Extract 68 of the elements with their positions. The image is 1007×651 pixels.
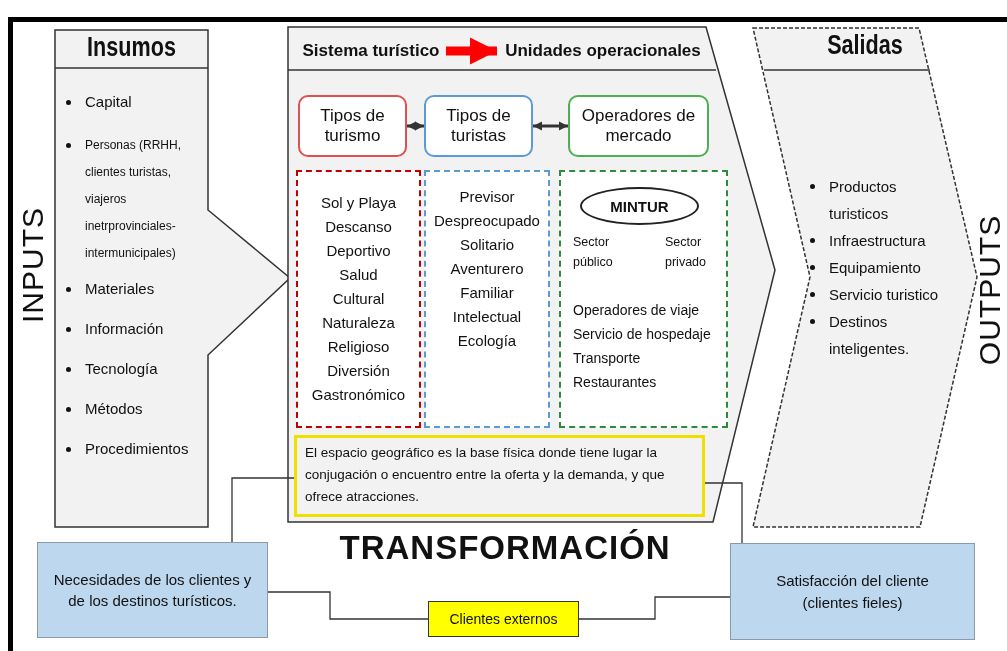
output-chevron [753, 28, 978, 527]
node-label: MINTUR [610, 197, 669, 215]
description-text: El espacio geográfico es la base física donde tiene lugar la conjugación o encuentro entre la oferta y la demanda, y que ofrece atracciones. [305, 444, 666, 506]
panel-title: Salidas [826, 30, 904, 61]
node-label: Familiar [460, 283, 514, 303]
dashed-box [296, 170, 421, 428]
node-label: Salud [339, 265, 378, 285]
node-label: Religioso [327, 337, 390, 357]
node-label: Intelectual [452, 307, 522, 327]
node-label: Transporte [573, 350, 642, 366]
process-box [37, 542, 268, 638]
node-label: Sistema turístico [302, 41, 440, 61]
node-label: Operadores de viaje [573, 302, 701, 318]
node-label: Solitario [459, 235, 515, 255]
arrow [446, 37, 497, 65]
node-label: Tipos de turistas [445, 106, 512, 146]
list-item: Personas (RRHH, clientes turistas, viajeros inetrprovinciales-intermunicipales) [85, 132, 203, 267]
process-box [428, 601, 579, 637]
connector-line [231, 477, 295, 543]
node-label: Cultural [332, 289, 385, 309]
list-item: Destinos inteligentes. [829, 308, 949, 362]
node-label: Diversión [327, 361, 390, 381]
list-item: Productos turisticos [829, 173, 949, 227]
node-label: Necesidades de los clientes y de los destinos turísticos. [52, 570, 253, 611]
list-item: Procedimientos [85, 439, 203, 459]
node-label: Sector privado [665, 234, 707, 271]
node-label: Gastronómico [311, 385, 406, 405]
node-label: Clientes externos [449, 611, 558, 627]
connector-line [578, 596, 731, 620]
node-label: Unidades operacionales [505, 41, 701, 61]
side-label: OUTPUTS [973, 214, 1007, 366]
arrow [533, 121, 568, 131]
node-label: Descanso [325, 217, 392, 237]
node-label: Operadores de mercado [580, 106, 697, 146]
list-item: Métodos [85, 399, 203, 419]
list-item: Equipamiento [829, 254, 949, 281]
node-label: Deportivo [326, 241, 391, 261]
list-item: Información [85, 319, 203, 339]
dashed-box [424, 170, 550, 428]
list-item: Servicio turistico [829, 281, 949, 308]
process-box [730, 543, 975, 640]
node-label: Satisfacción del cliente (clientes fieles) [775, 570, 930, 613]
list-item: Infraestructura [829, 227, 949, 254]
node-label: Previsor [459, 187, 515, 207]
rounded-box [424, 95, 533, 157]
text-box [294, 435, 705, 517]
node-label: Restaurantes [573, 374, 658, 390]
list-item: Materiales [85, 279, 203, 299]
node-label: Ecología [457, 331, 517, 351]
rounded-box [298, 95, 407, 157]
node-label: Servicio de hospedaje [573, 326, 712, 342]
side-label: INPUTS [16, 207, 50, 323]
node-label: Aventurero [450, 259, 524, 279]
list-item: Capital [85, 92, 203, 112]
rounded-box [568, 95, 709, 157]
list-item: Tecnología [85, 359, 203, 379]
arrow [407, 121, 424, 131]
section-heading: TRANSFORMACIÓN [339, 529, 671, 567]
input-arrow-shape [55, 30, 290, 527]
node-label: Naturaleza [322, 313, 395, 333]
node-label: Despreocupado [434, 211, 540, 231]
panel-title: Insumos [86, 32, 177, 63]
node-label: Sol y Playa [320, 193, 396, 213]
dashed-box [559, 170, 728, 428]
connector-line [267, 591, 429, 620]
connector-line [704, 482, 743, 544]
node-label: Tipos de turismo [319, 106, 386, 146]
node-label: Sector público [573, 234, 614, 271]
